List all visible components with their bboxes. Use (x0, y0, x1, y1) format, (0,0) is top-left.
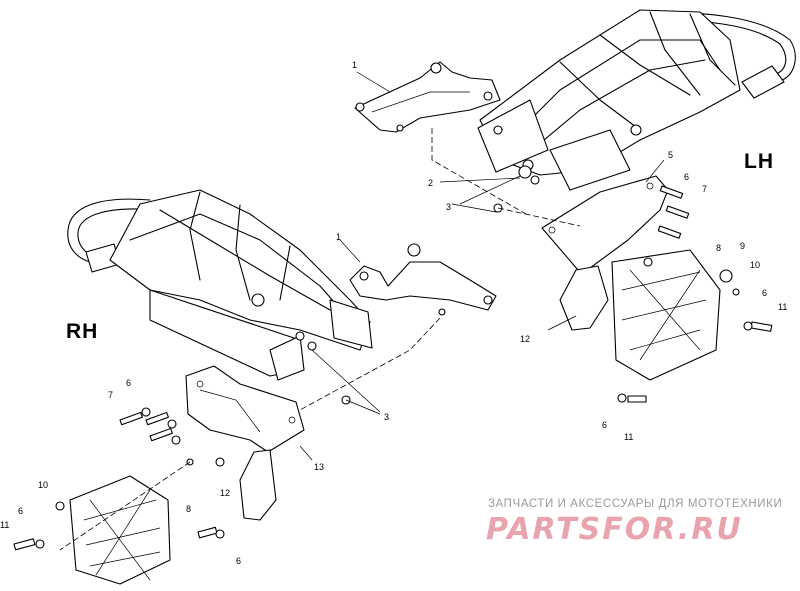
callout-13: 13 (314, 462, 324, 472)
rh-footrest-assembly (13, 189, 497, 585)
callout-6-rh-upper: 6 (126, 378, 131, 388)
watermark-logo: PARTSFOR.RU (486, 512, 743, 547)
callout-6-lh-lower: 6 (602, 420, 607, 430)
callout-2: 2 (428, 178, 433, 188)
callout-11-lh-lower: 11 (624, 432, 633, 442)
callout-7-rh: 7 (108, 390, 113, 400)
lh-side-label: LH (744, 150, 774, 173)
callout-6-rh-lower: 6 (236, 556, 241, 566)
callout-8-rh: 8 (186, 504, 191, 514)
callout-7-lh: 7 (702, 184, 707, 194)
callout-6-rh-left: 6 (18, 506, 23, 516)
callout-12-rh: 12 (220, 488, 230, 498)
watermark-caption: ЗАПЧАСТИ И АКСЕССУАРЫ ДЛЯ МОТОТЕХНИКИ (488, 498, 783, 510)
callout-11-rh: 11 (0, 520, 9, 530)
callout-9: 9 (740, 241, 745, 251)
rh-side-label: RH (66, 320, 99, 343)
callout-1-rh: 1 (336, 232, 341, 242)
callout-11-lh-right: 11 (778, 302, 787, 312)
callout-numbers: 1 1 2 3 3 5 6 7 8 9 10 6 11 12 6 11 7 6 … (0, 60, 787, 566)
callout-1-lh: 1 (352, 60, 357, 70)
lh-footrest-assembly (354, 9, 796, 403)
callout-10-lh: 10 (750, 260, 760, 270)
callout-6-lh-upper: 6 (684, 172, 689, 182)
callout-10-rh: 10 (38, 480, 48, 490)
callout-8-lh: 8 (716, 243, 721, 253)
callout-6-lh-right: 6 (762, 288, 767, 298)
callout-5: 5 (668, 150, 673, 160)
callout-3-lh: 3 (446, 202, 451, 212)
callout-3-rh: 3 (384, 412, 389, 422)
callout-12-lh: 12 (520, 334, 530, 344)
